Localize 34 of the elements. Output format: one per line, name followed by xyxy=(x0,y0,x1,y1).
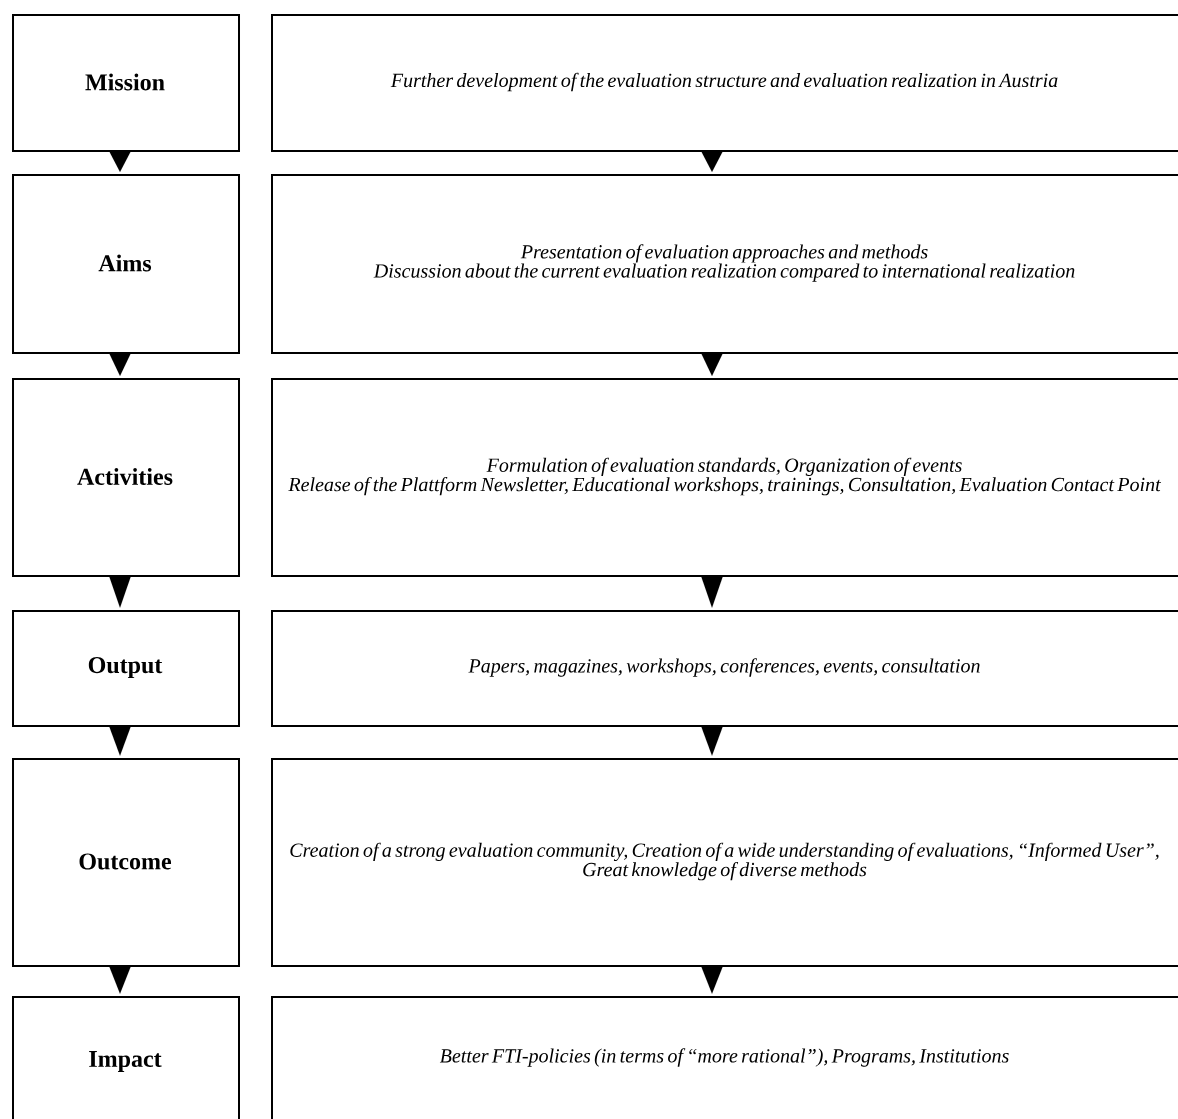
description-box xyxy=(271,610,1178,727)
arrow xyxy=(701,576,723,608)
description-box xyxy=(271,14,1178,152)
stage-box xyxy=(12,758,240,967)
description-box-text: Creation of a strong evaluation community, Creation of a wide understanding of evaluations, “Informed User”, Great knowledge of diverse methods xyxy=(290,842,1159,881)
stage-box-text: Output xyxy=(88,657,163,678)
description-box xyxy=(271,996,1178,1119)
stage-box-text: Activities xyxy=(77,468,173,485)
description-box-text: Papers, magazines, workshops, conferences, events, consultation xyxy=(468,658,980,677)
arrow xyxy=(701,726,723,756)
stage-box xyxy=(12,378,240,577)
description-box xyxy=(271,378,1178,577)
arrow xyxy=(109,151,131,172)
description-box-text: Formulation of evaluation standards, Organization of events Release of the Plattform Newsletter, Educational workshops, trainings, Consultation, Evaluation Contact Point xyxy=(288,457,1162,496)
description-box xyxy=(271,174,1178,354)
stage-box xyxy=(12,14,240,152)
stage-box xyxy=(12,610,240,727)
arrow xyxy=(109,965,131,994)
arrow xyxy=(109,576,131,608)
stage-box-text: Aims xyxy=(98,254,152,272)
stage-box xyxy=(12,996,240,1119)
arrow xyxy=(701,352,723,376)
description-box-text: Better FTI-policies (in terms of “more rational”), Programs, Institutions xyxy=(439,1048,1009,1067)
arrow xyxy=(701,965,723,994)
stage-box-text: Mission xyxy=(85,73,165,91)
arrow xyxy=(109,352,131,376)
arrow xyxy=(701,151,723,172)
arrow xyxy=(109,726,131,756)
description-box xyxy=(271,758,1178,967)
description-box-text: Presentation of evaluation approaches and methods Discussion about the current evaluation realization compared to international realization xyxy=(373,244,1075,282)
stage-box-text: Impact xyxy=(89,1051,162,1072)
stage-box-text: Outcome xyxy=(79,853,172,870)
description-box-text: Further development of the evaluation structure and evaluation realization in Austria xyxy=(390,72,1058,92)
stage-box xyxy=(12,174,240,354)
